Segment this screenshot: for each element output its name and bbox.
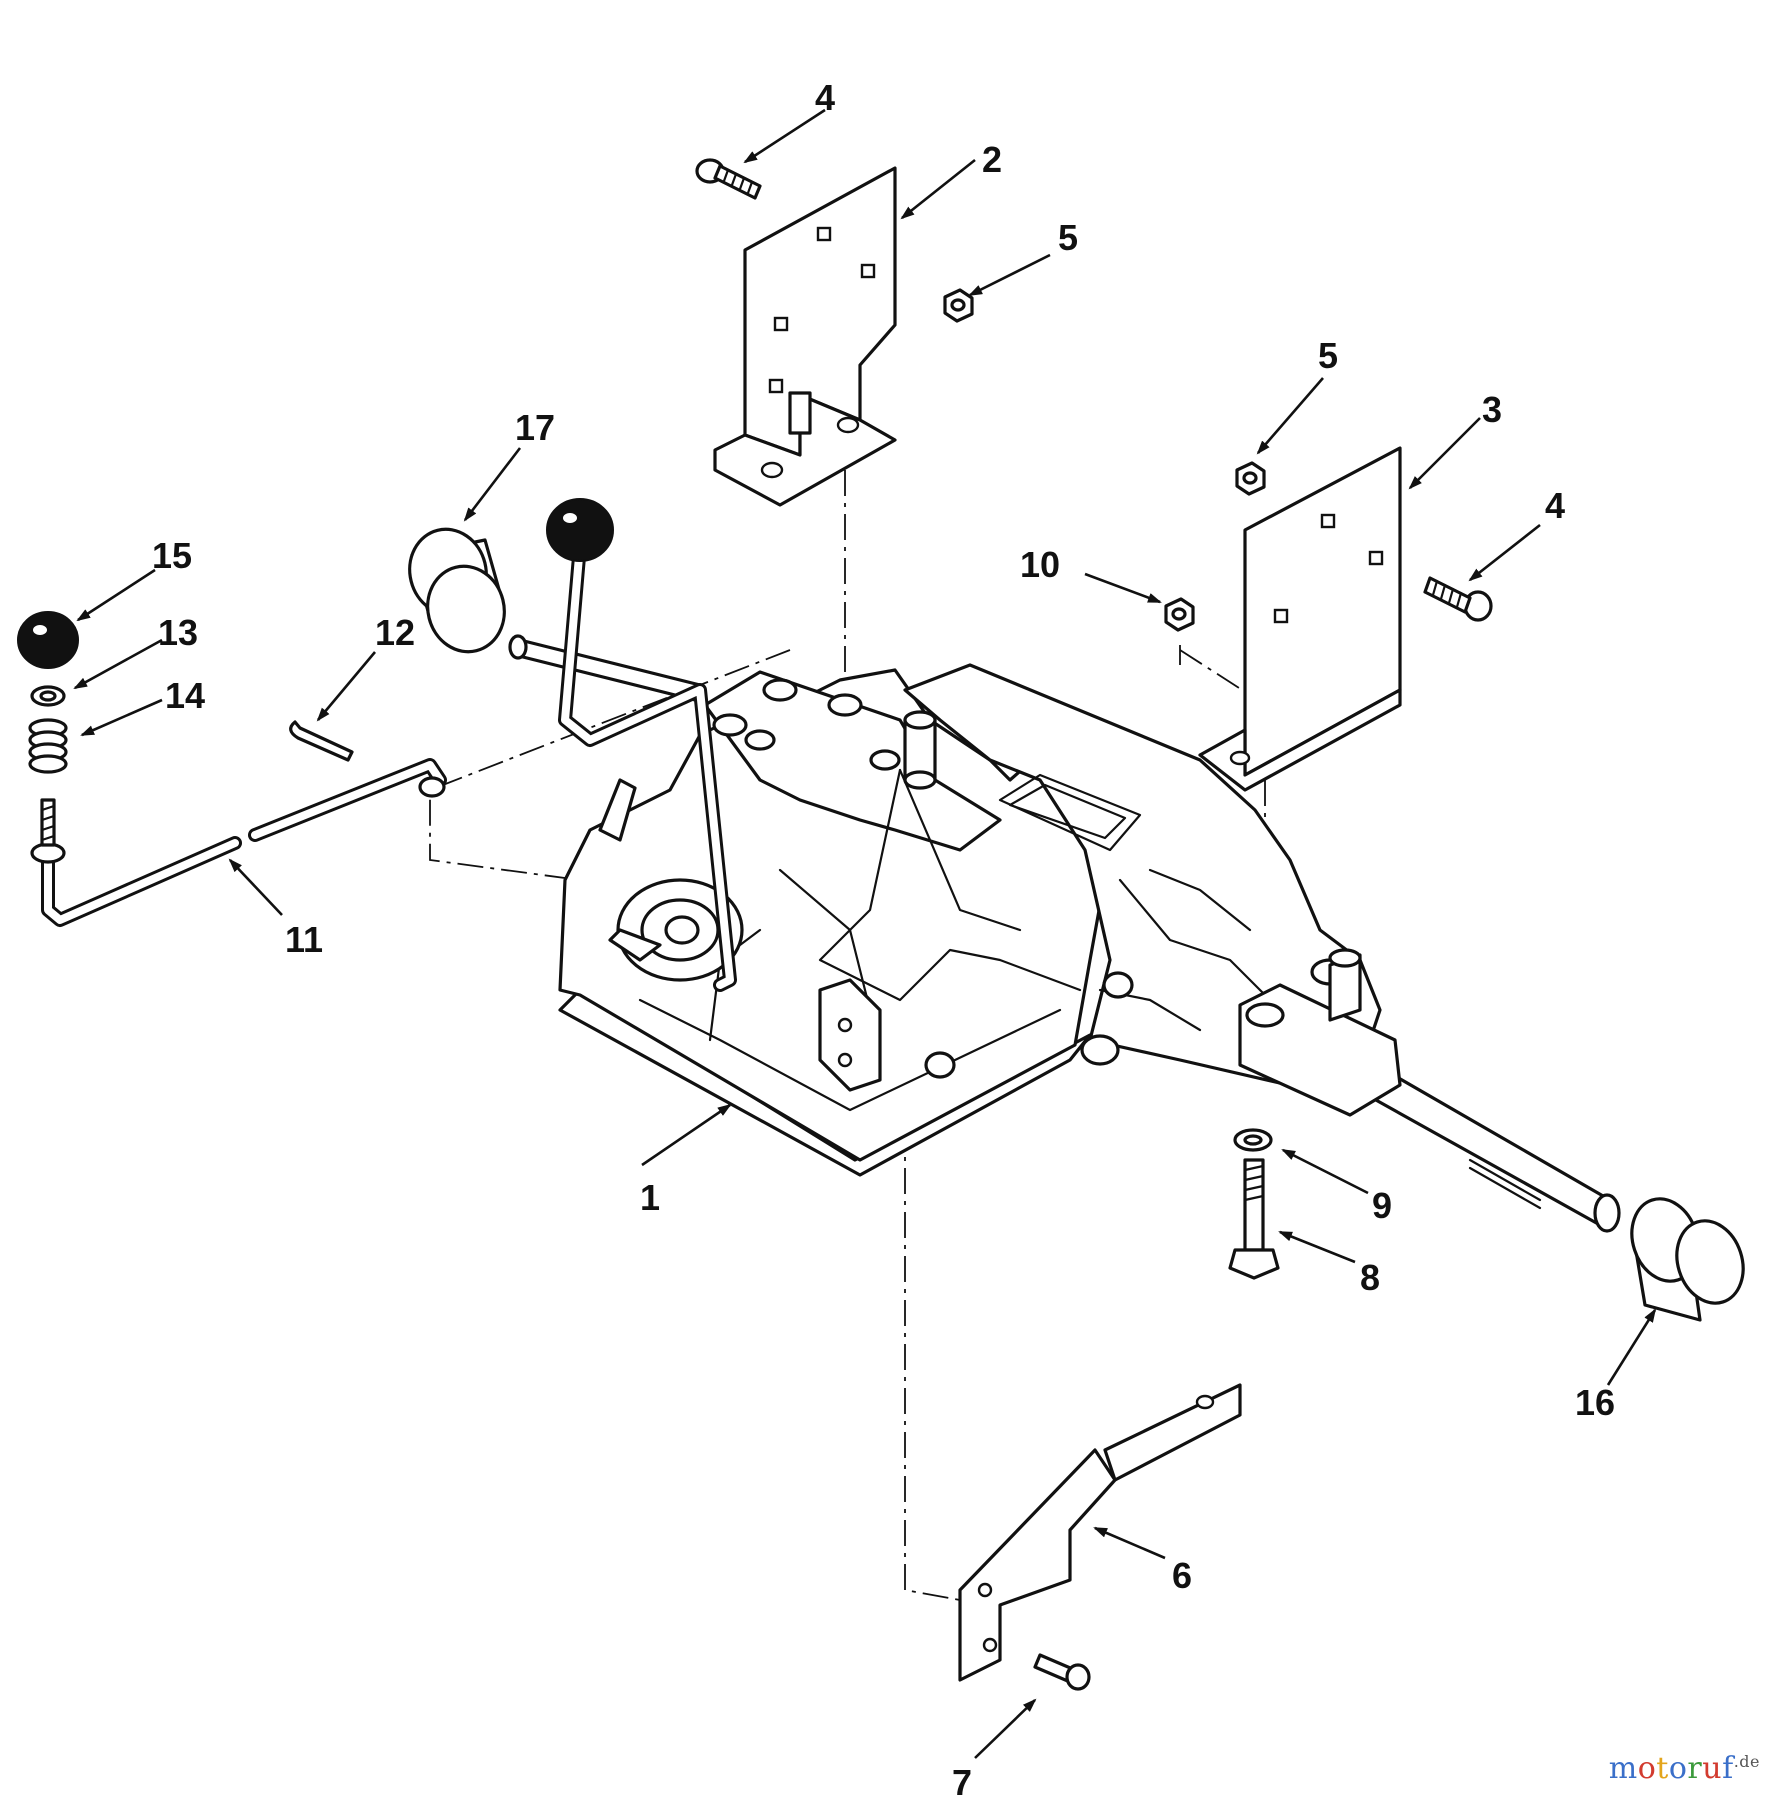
callout-5-right: 5: [1318, 335, 1338, 376]
watermark-letter: u: [1702, 1751, 1723, 1786]
callout-14: 14: [165, 675, 205, 716]
housing-mount-pad: [1238, 948, 1402, 1117]
transmission-housing: [508, 634, 1382, 1177]
part-8-bolt: [1228, 1158, 1280, 1280]
callout-2: 2: [982, 139, 1002, 180]
callout-labels: 1 2 3 4 4 5 5 6 7 8 9 10 11 12 13 14 15 …: [152, 77, 1615, 1800]
part-2-bracket: [713, 166, 897, 507]
callout-5-upper: 5: [1058, 217, 1078, 258]
callout-10: 10: [1020, 544, 1060, 585]
watermark-logo: motoruf.de: [1609, 1751, 1760, 1786]
watermark-letter: m: [1608, 1751, 1638, 1786]
part-9-washer: [1233, 1128, 1273, 1152]
output-axle: [1338, 1048, 1621, 1233]
callout-11: 11: [285, 919, 323, 960]
part-10-nut: [1164, 597, 1195, 632]
watermark-letter: t: [1656, 1751, 1669, 1786]
watermark-letter: r: [1687, 1751, 1703, 1786]
callout-9: 9: [1372, 1185, 1392, 1226]
leader-arrows: [73, 108, 1657, 1759]
shift-lever: [546, 498, 737, 992]
callout-4-right: 4: [1545, 485, 1565, 526]
watermark-letter: o: [1637, 1751, 1657, 1786]
callout-8: 8: [1360, 1257, 1380, 1298]
part-15-knob: [17, 611, 79, 669]
watermark-suffix: .de: [1733, 1752, 1760, 1771]
callout-15: 15: [152, 535, 192, 576]
part-5-nut-right: [1235, 461, 1266, 496]
part-14-spring: [28, 718, 68, 774]
part-13-washer: [30, 685, 66, 707]
part-17-bushing: [408, 527, 506, 654]
watermark-letter: o: [1668, 1751, 1688, 1786]
callout-13: 13: [158, 612, 198, 653]
callout-7: 7: [952, 1762, 972, 1800]
part-5-nut-upper: [943, 288, 974, 323]
callout-1: 1: [640, 1177, 660, 1218]
part-4-bolt-upper: [695, 158, 762, 200]
watermark-letter: f: [1722, 1751, 1734, 1786]
part-16-bushing: [1630, 1197, 1745, 1322]
callout-3: 3: [1482, 389, 1502, 430]
callout-17: 17: [515, 407, 555, 448]
callout-6: 6: [1172, 1555, 1192, 1596]
callout-4-upper: 4: [815, 77, 835, 118]
callout-16: 16: [1575, 1382, 1615, 1423]
part-6-bracket: [958, 1383, 1242, 1682]
part-7-bolt: [1033, 1653, 1091, 1691]
part-12-cotter-pin: [289, 720, 354, 762]
part-11-shift-rod: [30, 758, 447, 927]
part-3-bracket: [1198, 446, 1402, 792]
part-4-bolt-right: [1423, 576, 1493, 622]
callout-12: 12: [375, 612, 415, 653]
